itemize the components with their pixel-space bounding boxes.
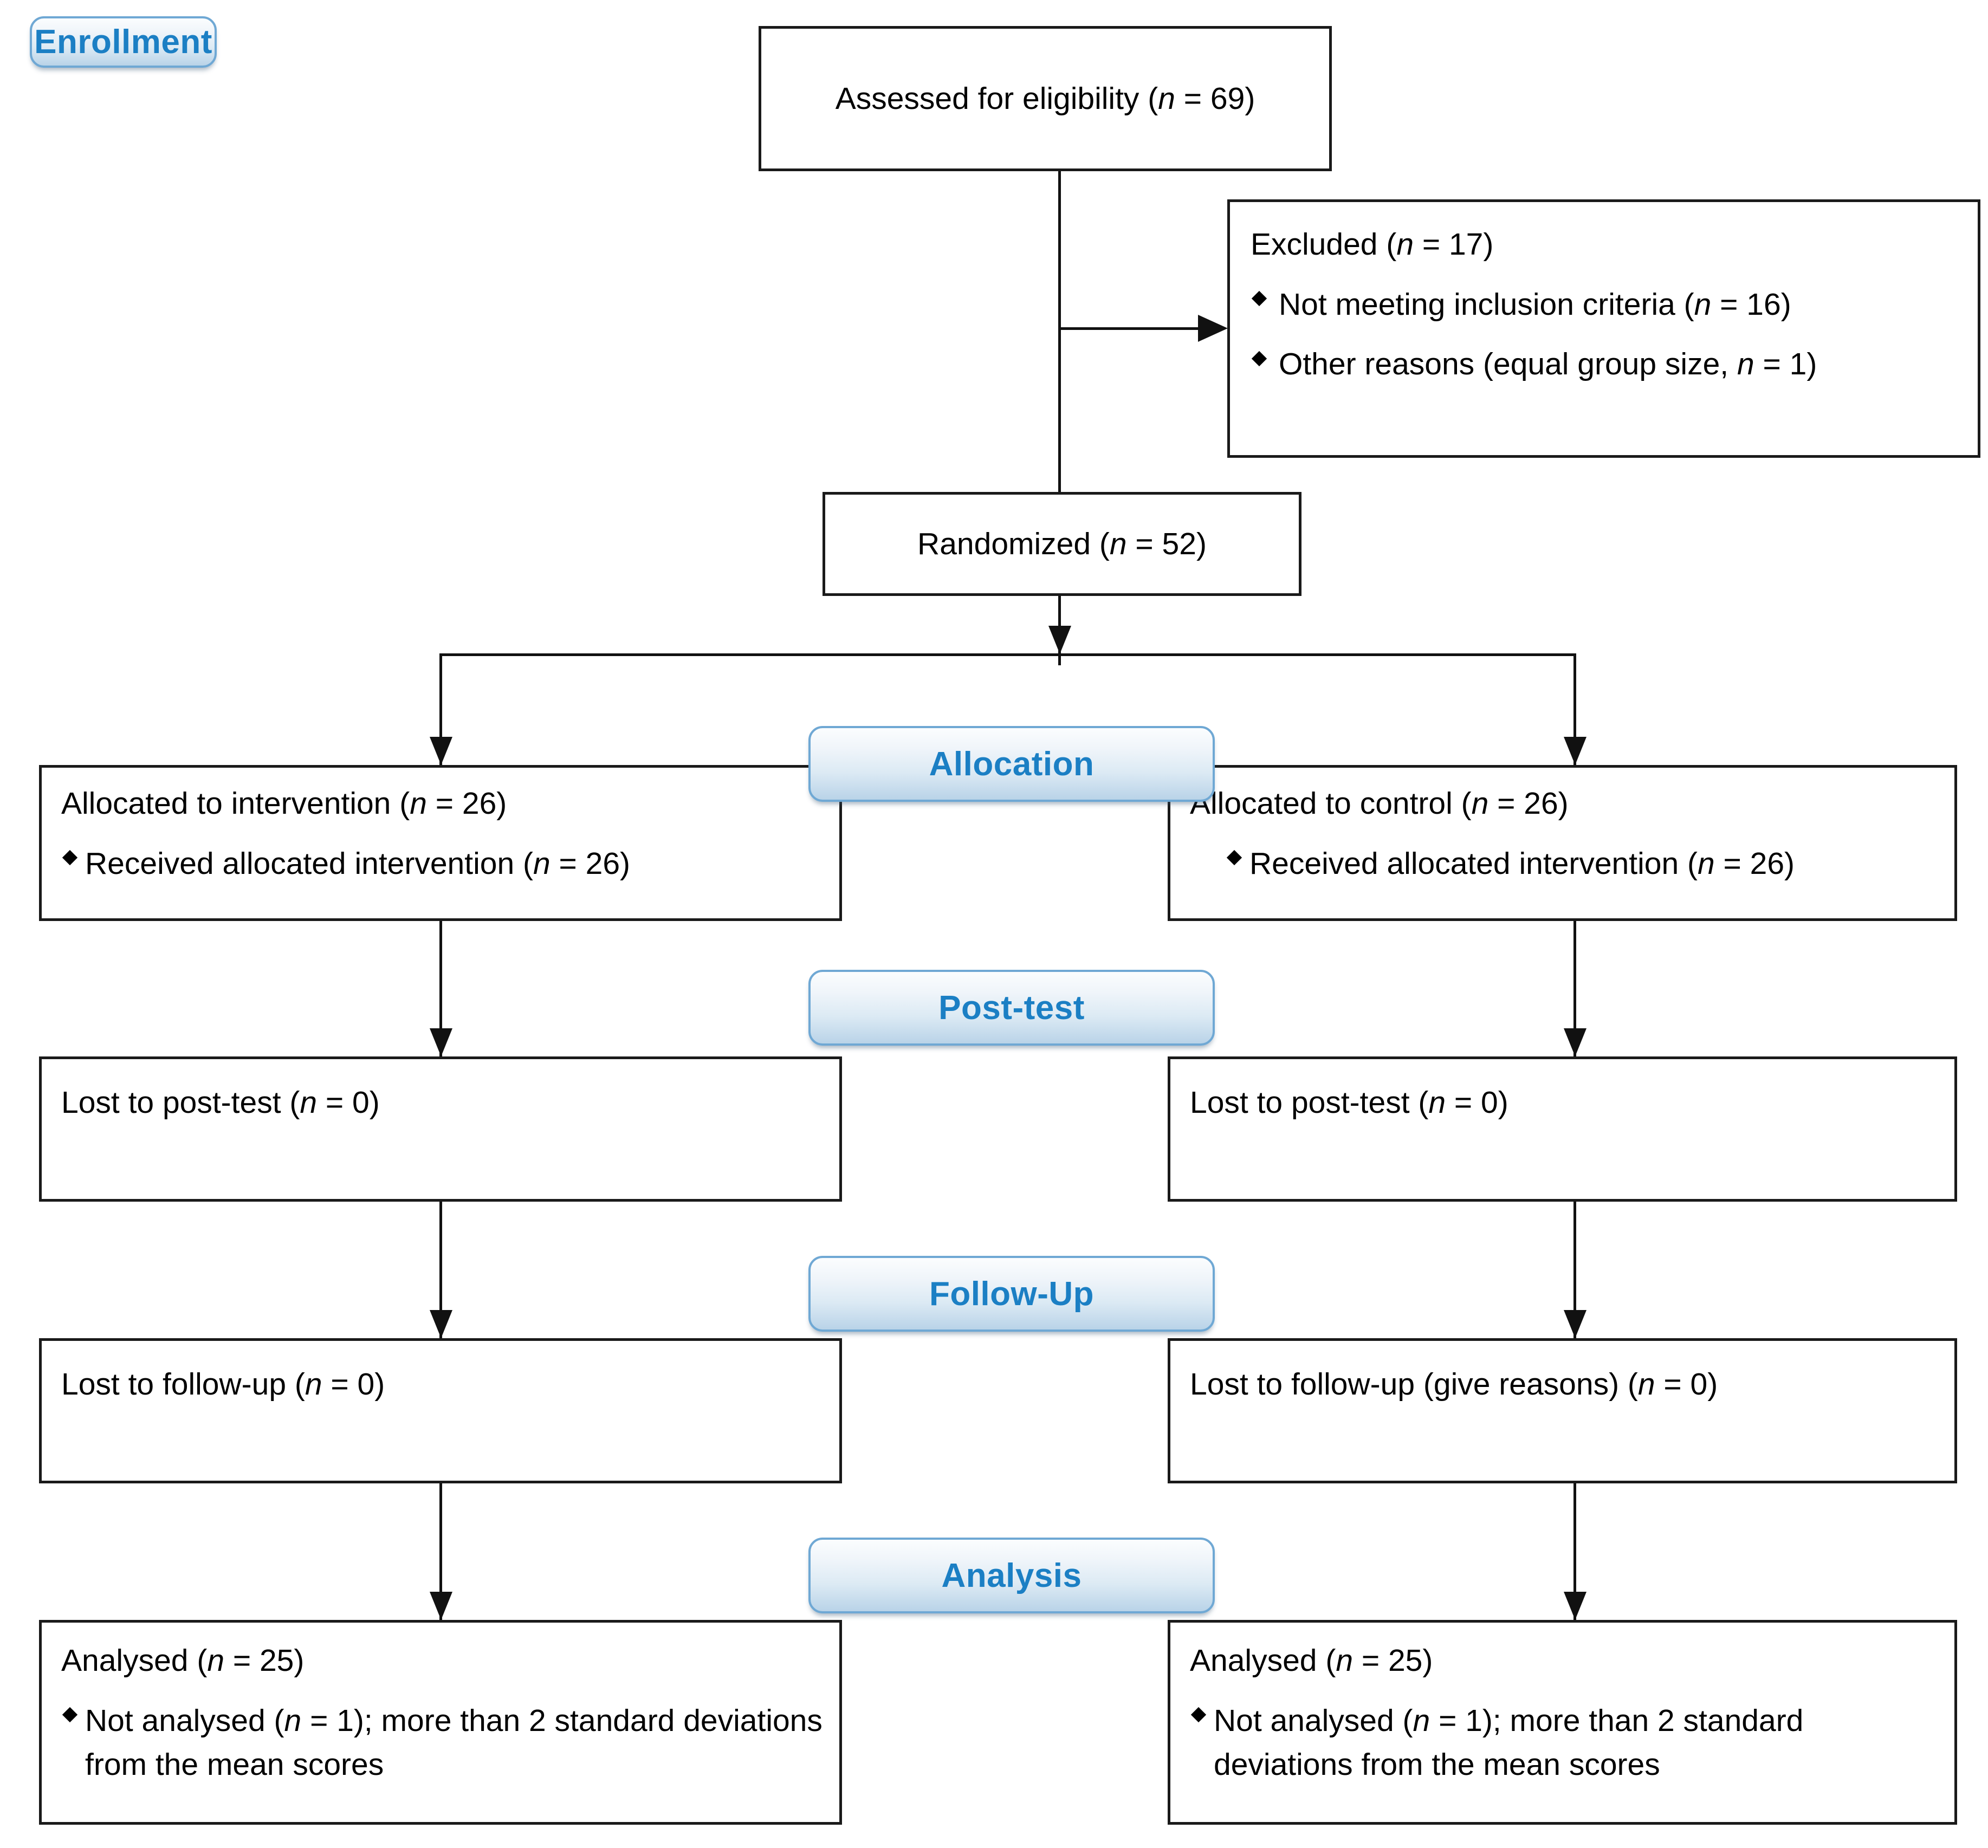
arrowhead-randomized-down xyxy=(1048,626,1071,654)
diamond-bullet-icon xyxy=(1251,351,1267,366)
connector-split-left xyxy=(439,653,442,765)
stage-badge-allocation: Allocation xyxy=(808,726,1215,802)
diamond-bullet-icon xyxy=(62,1707,78,1723)
node-right-post-test: Lost to post-test (n = 0) xyxy=(1168,1056,1957,1202)
node-excluded: Excluded (n = 17) Not meeting inclusion … xyxy=(1227,199,1980,458)
node-right-follow-up: Lost to follow-up (give reasons) (n = 0) xyxy=(1168,1338,1957,1483)
connector-split-bar xyxy=(439,653,1576,656)
stage-badge-follow-up-label: Follow-Up xyxy=(929,1275,1095,1313)
right-analysis-bullet: Not analysed (n = 1); more than 2 standa… xyxy=(1190,1699,1940,1787)
connector-assessed-to-excluded xyxy=(1058,327,1199,330)
stage-badge-follow-up: Follow-Up xyxy=(808,1256,1215,1332)
spacer xyxy=(61,1683,825,1699)
left-post-test-text: Lost to post-test (n = 0) xyxy=(61,1085,380,1120)
left-analysis-bullet: Not analysed (n = 1); more than 2 standa… xyxy=(61,1699,825,1787)
arrowhead-left-allocation xyxy=(430,737,452,765)
connector-right-followup-to-analysis xyxy=(1573,1483,1576,1620)
spacer xyxy=(1190,826,1940,842)
right-analysis-heading: Analysed (n = 25) xyxy=(1190,1643,1433,1678)
stage-badge-post-test: Post-test xyxy=(808,970,1215,1046)
left-allocation-heading: Allocated to intervention (n = 26) xyxy=(61,786,507,821)
node-left-post-test: Lost to post-test (n = 0) xyxy=(39,1056,842,1202)
excluded-heading: Excluded (n = 17) xyxy=(1251,227,1494,262)
stage-badge-post-test-label: Post-test xyxy=(938,989,1085,1027)
right-post-test-text: Lost to post-test (n = 0) xyxy=(1190,1085,1508,1120)
connector-assessed-to-randomized xyxy=(1058,171,1061,492)
stage-badge-enrollment-label: Enrollment xyxy=(34,23,212,61)
connector-right-posttest-to-followup xyxy=(1573,1202,1576,1338)
arrowhead-right-analysis xyxy=(1564,1592,1586,1620)
connector-left-posttest-to-followup xyxy=(439,1202,442,1338)
left-follow-up-text: Lost to follow-up (n = 0) xyxy=(61,1367,385,1402)
spacer xyxy=(1251,327,1964,343)
spacer xyxy=(1251,267,1964,283)
arrowhead-left-analysis xyxy=(430,1592,452,1620)
connector-split-right xyxy=(1573,653,1576,765)
arrowhead-right-posttest xyxy=(1564,1028,1586,1056)
excluded-reason-item: Other reasons (equal group size, n = 1) xyxy=(1251,342,1964,386)
diamond-bullet-icon xyxy=(1190,1707,1207,1723)
diamond-bullet-icon xyxy=(1251,290,1267,307)
stage-badge-analysis-label: Analysis xyxy=(941,1557,1082,1594)
diamond-bullet-icon xyxy=(1226,850,1242,866)
spacer xyxy=(61,826,825,842)
spacer xyxy=(1190,1683,1940,1699)
node-assessed-text: Assessed for eligibility (n = 69) xyxy=(835,81,1255,116)
arrowhead-to-excluded xyxy=(1198,315,1228,342)
left-analysis-heading: Analysed (n = 25) xyxy=(61,1643,305,1678)
stage-badge-analysis: Analysis xyxy=(808,1538,1215,1613)
node-left-analysis: Analysed (n = 25) Not analysed (n = 1); … xyxy=(39,1620,842,1825)
node-left-follow-up: Lost to follow-up (n = 0) xyxy=(39,1338,842,1483)
right-allocation-bullet: Received allocated intervention (n = 26) xyxy=(1190,842,1940,886)
node-randomized-text: Randomized (n = 52) xyxy=(917,526,1207,561)
connector-left-alloc-to-posttest xyxy=(439,921,442,1056)
arrowhead-left-followup xyxy=(430,1310,452,1338)
connector-right-alloc-to-posttest xyxy=(1573,921,1576,1056)
node-assessed-for-eligibility: Assessed for eligibility (n = 69) xyxy=(759,26,1332,171)
right-follow-up-text: Lost to follow-up (give reasons) (n = 0) xyxy=(1190,1367,1718,1402)
excluded-reason-item: Not meeting inclusion criteria (n = 16) xyxy=(1251,283,1964,327)
node-randomized: Randomized (n = 52) xyxy=(823,492,1301,596)
node-right-allocation: Allocated to control (n = 26) Received a… xyxy=(1168,765,1957,921)
arrowhead-left-posttest xyxy=(430,1028,452,1056)
arrowhead-right-followup xyxy=(1564,1310,1586,1338)
right-allocation-heading: Allocated to control (n = 26) xyxy=(1190,786,1569,821)
stage-badge-allocation-label: Allocation xyxy=(929,745,1095,783)
node-left-allocation: Allocated to intervention (n = 26) Recei… xyxy=(39,765,842,921)
stage-badge-enrollment: Enrollment xyxy=(30,16,217,68)
node-right-analysis: Analysed (n = 25) Not analysed (n = 1); … xyxy=(1168,1620,1957,1825)
diamond-bullet-icon xyxy=(62,850,78,866)
arrowhead-right-allocation xyxy=(1564,737,1586,765)
connector-left-followup-to-analysis xyxy=(439,1483,442,1620)
left-allocation-bullet: Received allocated intervention (n = 26) xyxy=(61,842,825,886)
